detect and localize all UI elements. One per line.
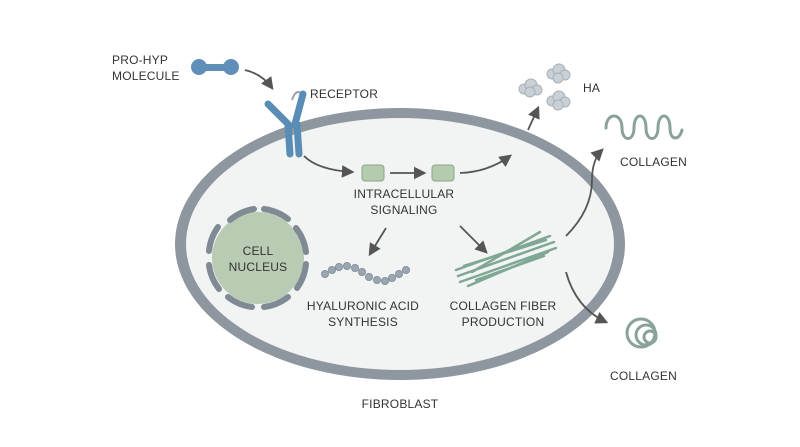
collagen-fiber-label-line1: COLLAGEN FIBER (450, 299, 557, 313)
fibroblast-cell (175, 108, 625, 380)
arrow-to-hyaluronic-synthesis (368, 227, 387, 257)
signal-box-1 (361, 164, 385, 182)
ha-cloud-1-icon (518, 78, 543, 98)
arrow-receptor-to-signal (303, 155, 355, 178)
cell-cytoplasm (186, 118, 614, 370)
pro-hyp-molecule-icon (191, 59, 239, 75)
arrow-to-collagen-bottom (565, 271, 609, 324)
hyaluronic-acid-chain-icon (320, 261, 410, 285)
ha-cloud-2-icon (546, 63, 571, 84)
arrow-to-ha (527, 105, 540, 131)
arrow-signal-to-ha (459, 154, 513, 174)
ha-label: HA (583, 81, 600, 95)
arrow-to-collagen-production (459, 225, 488, 254)
collagen-helix-top-icon (604, 114, 684, 140)
hyaluronic-label-line1: HYALURONIC ACID (307, 299, 419, 313)
collagen-fiber-bundle-icon (454, 230, 558, 288)
signaling-label-line1: INTRACELLULAR (354, 187, 455, 201)
arrow-molecule-to-receptor (244, 69, 274, 91)
hyaluronic-label-line2: SYNTHESIS (328, 315, 398, 329)
ha-cloud-3-icon (546, 90, 571, 111)
collagen-bottom-label: COLLAGEN (610, 369, 677, 383)
pro-hyp-label-line1: PRO-HYP (112, 53, 168, 67)
pro-hyp-label-line2: MOLECULE (112, 69, 180, 83)
signaling-label-line2: SIGNALING (370, 203, 437, 217)
receptor-icon (264, 90, 307, 158)
collagen-coil-bottom-icon (625, 317, 658, 349)
cell-nucleus: CELL NUCLEUS (206, 206, 309, 310)
nucleus-label-line2: NUCLEUS (229, 260, 288, 274)
collagen-top-label: COLLAGEN (620, 155, 687, 169)
signal-box-2 (431, 164, 455, 182)
receptor-label: RECEPTOR (310, 87, 378, 101)
fibroblast-label: FIBROBLAST (362, 397, 439, 411)
nucleus-label-line1: CELL (243, 244, 274, 258)
collagen-fiber-label-line2: PRODUCTION (462, 315, 545, 329)
ha-cloud-icons (518, 63, 571, 111)
arrow-to-collagen-top (565, 148, 604, 237)
